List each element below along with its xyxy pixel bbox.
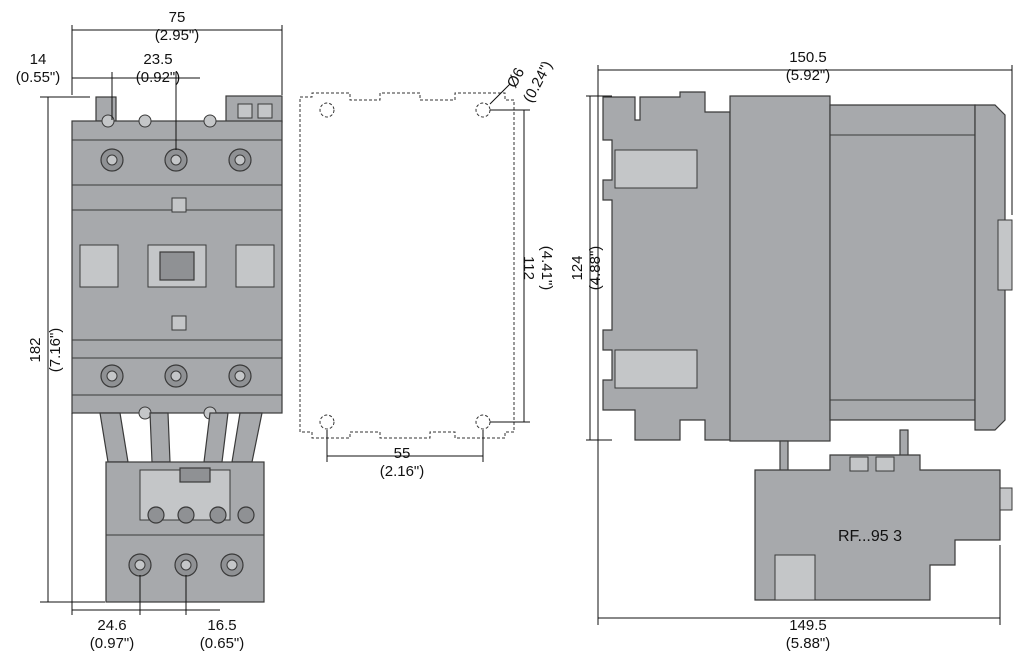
side-front-cap xyxy=(974,104,1006,431)
dim-75-value: 75 xyxy=(169,9,186,26)
front-top-terminals xyxy=(100,148,252,172)
dim-24-6-value: 24.6 xyxy=(97,617,126,634)
front-relay-aux-terminals xyxy=(147,506,255,524)
dim-150-5-value: 150.5 xyxy=(789,49,827,66)
mounting-hole-bottom-left xyxy=(319,414,335,430)
front-dimension-lines xyxy=(40,25,283,615)
mounting-hole-bottom-right xyxy=(475,414,491,430)
relay-label: RF...95 3 xyxy=(838,528,902,545)
dim-112-value: 112 xyxy=(520,256,537,280)
dim-112-inch: (4.41") xyxy=(538,246,555,291)
front-view xyxy=(71,95,283,603)
dim-182-inch: (7.16") xyxy=(47,328,64,373)
front-bottom-terminals xyxy=(100,364,252,388)
side-front-housing xyxy=(829,104,976,421)
dim-14-value: 14 xyxy=(30,51,47,68)
front-contact-windows xyxy=(79,197,275,331)
side-coil-housing xyxy=(729,95,831,442)
dim-23-5-inch: (0.92") xyxy=(136,69,181,86)
dim-16-5-value: 16.5 xyxy=(207,617,236,634)
dim-124-value: 124 xyxy=(569,255,586,280)
mounting-hole-top-left xyxy=(319,102,335,118)
front-top-screws xyxy=(101,114,217,128)
front-top-block xyxy=(225,95,283,123)
dim-75-inch: (2.95") xyxy=(155,27,200,44)
dim-24-6-inch: (0.97") xyxy=(90,635,135,652)
side-thermal-relay xyxy=(754,454,1001,601)
dim-23-5-value: 23.5 xyxy=(143,51,172,68)
dim-hole-6-inch: (0.24") xyxy=(520,58,556,105)
mounting-dimension-lines xyxy=(326,83,530,462)
dim-149-5-value: 149.5 xyxy=(789,617,827,634)
front-relay-main-terminals xyxy=(128,553,244,577)
side-view: RF...95 3 xyxy=(602,91,1013,601)
dim-55-inch: (2.16") xyxy=(380,463,425,480)
mounting-outline xyxy=(299,92,515,439)
dim-14-inch: (0.55") xyxy=(16,69,61,86)
dim-182-value: 182 xyxy=(27,337,44,362)
side-dimension-lines xyxy=(586,65,1013,625)
dim-149-5-inch: (5.88") xyxy=(786,635,831,652)
dim-16-5-inch: (0.65") xyxy=(200,635,245,652)
dim-124-inch: (4.88") xyxy=(587,246,604,291)
mounting-hole-top-right xyxy=(475,102,491,118)
dim-55-value: 55 xyxy=(394,445,411,462)
dim-150-5-inch: (5.92") xyxy=(786,67,831,84)
